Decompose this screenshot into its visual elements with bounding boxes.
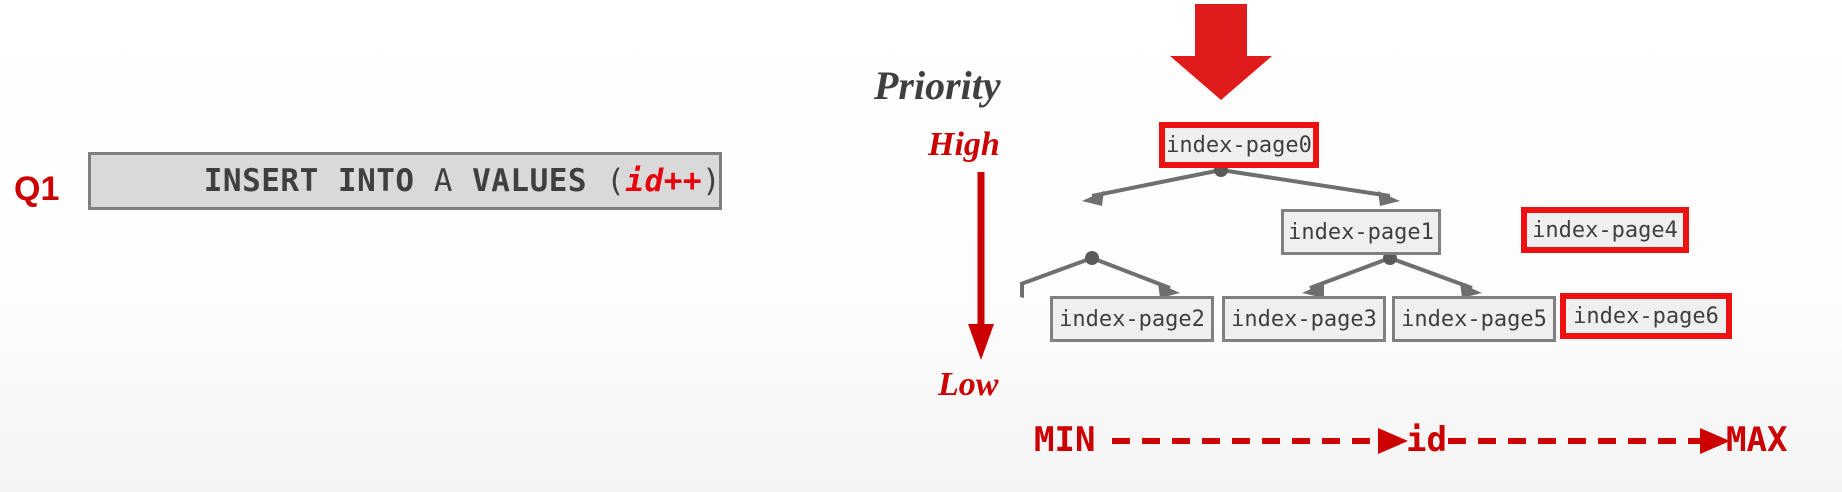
- tree-node-index-page3[interactable]: index-page3: [1222, 296, 1386, 342]
- sql-token-table: A: [414, 163, 473, 199]
- tree-node-index-page5[interactable]: index-page5: [1392, 296, 1556, 342]
- sql-token-id-increment: id++: [625, 163, 703, 199]
- sql-statement-text: INSERT INTO A VALUES (id++): [89, 127, 721, 235]
- sql-token-values: VALUES: [472, 163, 588, 199]
- query-label: Q1: [14, 170, 60, 208]
- sql-token-insert: INSERT: [203, 163, 319, 199]
- tree-node-label: index-page0: [1166, 132, 1312, 158]
- tree-node-index-page4[interactable]: index-page4: [1521, 207, 1689, 253]
- priority-title: Priority: [874, 63, 1001, 108]
- tree-diagram: [1020, 4, 1482, 298]
- thick-down-arrow-icon: [1170, 4, 1272, 100]
- sql-token-into: INTO: [337, 163, 415, 199]
- sql-token-open-paren: (: [587, 163, 626, 199]
- priority-low-label: Low: [938, 366, 999, 403]
- tree-node-label: index-page6: [1573, 303, 1719, 329]
- sql-statement-box: INSERT INTO A VALUES (id++): [88, 152, 722, 210]
- tree-node-index-page6[interactable]: index-page6: [1560, 293, 1732, 339]
- tree-node-label: index-page3: [1231, 306, 1377, 332]
- tree-node-label: index-page4: [1532, 217, 1678, 243]
- range-min-label: MIN: [1034, 420, 1096, 460]
- range-max-label: MAX: [1726, 420, 1788, 460]
- tree-node-index-page0[interactable]: index-page0: [1159, 122, 1319, 168]
- tree-node-label: index-page5: [1401, 306, 1547, 332]
- range-axis-arrows: [1112, 428, 1730, 454]
- priority-high-label: High: [928, 126, 1000, 163]
- range-id-label: id: [1406, 420, 1447, 460]
- priority-down-arrow-icon: [968, 172, 994, 360]
- tree-node-label: index-page2: [1059, 306, 1205, 332]
- tree-node-label: index-page1: [1288, 219, 1434, 245]
- sql-token-space1: [319, 163, 338, 199]
- tree-node-index-page2[interactable]: index-page2: [1050, 296, 1214, 342]
- tree-node-index-page1[interactable]: index-page1: [1281, 209, 1441, 255]
- sql-token-close-paren: ): [702, 163, 722, 199]
